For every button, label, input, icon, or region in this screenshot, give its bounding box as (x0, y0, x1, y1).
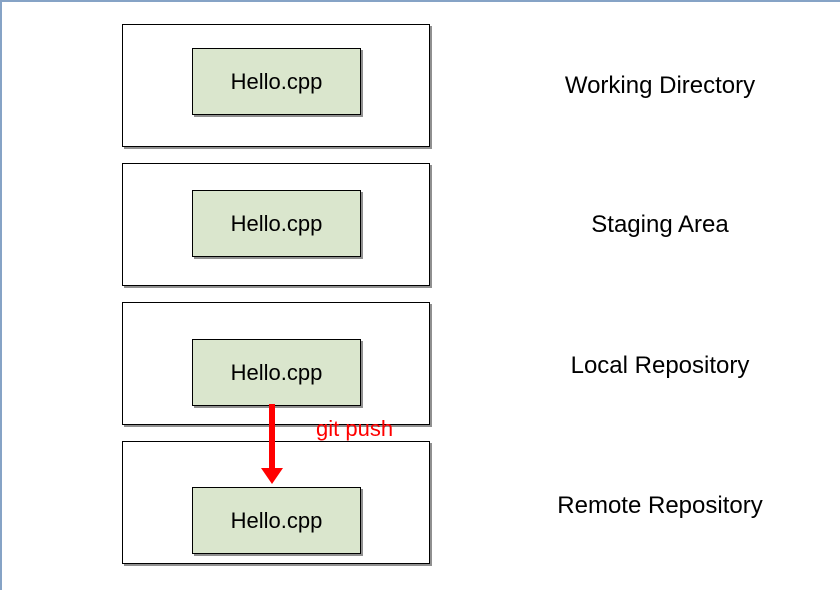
file-box-staging-area: Hello.cpp (192, 190, 361, 257)
stage-box-remote-repository: Hello.cpp (122, 441, 430, 564)
slide-border-top (0, 0, 840, 2)
file-name: Hello.cpp (230, 359, 323, 385)
slide-border-left (0, 0, 2, 590)
file-box-local-repository: Hello.cpp (192, 339, 361, 406)
stage-box-local-repository: Hello.cpp (122, 302, 430, 425)
stage-box-working-directory: Hello.cpp (122, 24, 430, 147)
git-push-label: git push (316, 416, 394, 441)
file-name: Hello.cpp (230, 210, 323, 236)
stage-label-remote-repository: Remote Repository (557, 492, 763, 519)
file-box-remote-repository: Hello.cpp (192, 487, 361, 554)
stage-label-staging-area: Staging Area (591, 211, 729, 238)
stage-label-working-directory: Working Directory (564, 72, 756, 99)
file-name: Hello.cpp (230, 68, 323, 94)
file-box-working-directory: Hello.cpp (192, 48, 361, 115)
stage-box-staging-area: Hello.cpp (122, 163, 430, 286)
stage-label-local-repository: Local Repository (570, 352, 750, 379)
file-name: Hello.cpp (230, 507, 323, 533)
